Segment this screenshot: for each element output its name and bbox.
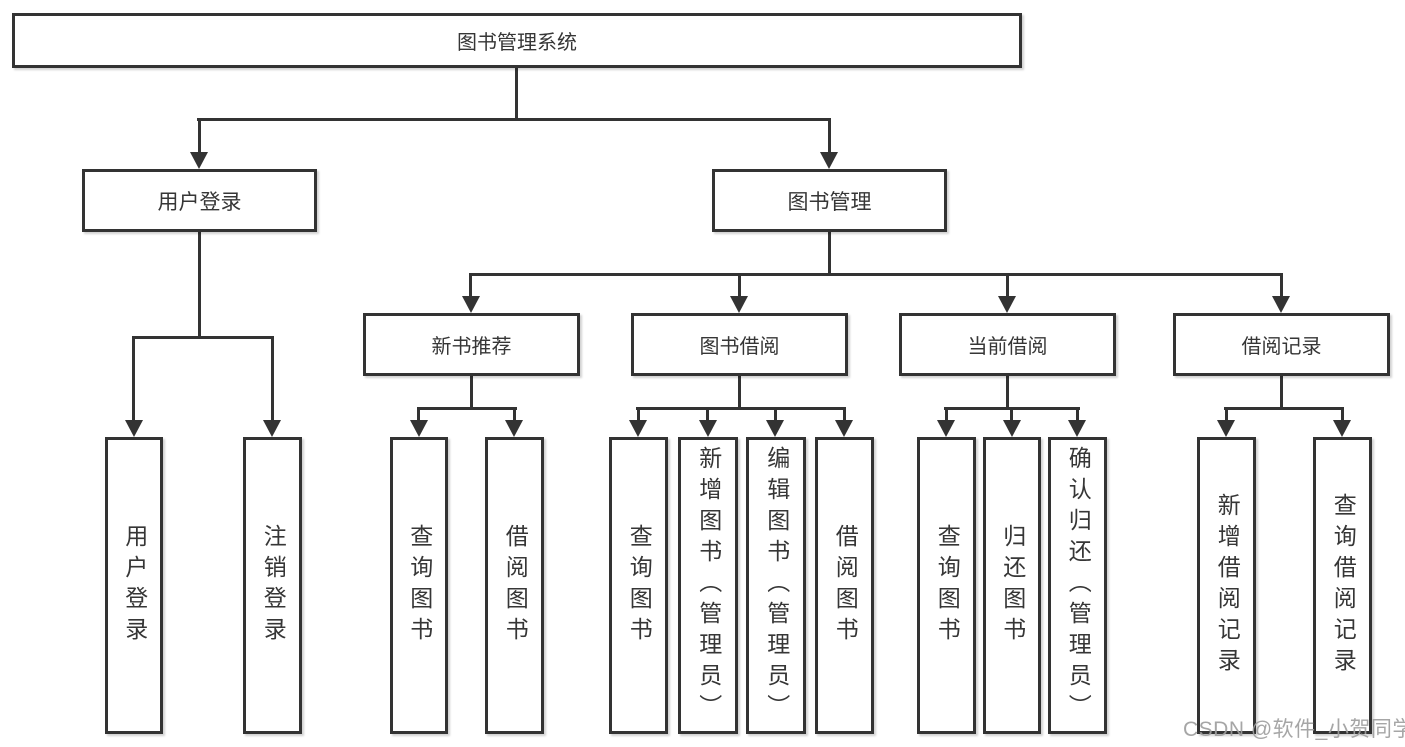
connector-line: [132, 336, 274, 339]
connector-line: [1076, 407, 1079, 422]
arrow-down-icon: [629, 420, 647, 437]
connector-line: [515, 68, 518, 118]
arrow-down-icon: [410, 420, 428, 437]
node-current-borrowing: 当前借阅: [899, 313, 1116, 376]
node-borrowing-records: 借阅记录: [1173, 313, 1390, 376]
arrow-down-icon: [730, 296, 748, 313]
arrow-down-icon: [505, 420, 523, 437]
leaf-add-books-admin: 新增图书（管理员）: [678, 437, 738, 734]
leaf-borrow-books-recommend: 借阅图书: [485, 437, 544, 734]
connector-line: [198, 118, 201, 154]
connector-line: [417, 407, 517, 410]
connector-line: [637, 407, 640, 422]
leaf-query-books-borrow: 查询图书: [609, 437, 668, 734]
connector-line: [828, 118, 831, 154]
connector-line: [1280, 376, 1283, 409]
connector-line: [636, 407, 846, 410]
connector-line: [198, 232, 201, 336]
leaf-user-login: 用户登录: [105, 437, 163, 734]
connector-line: [706, 407, 709, 422]
leaf-edit-books-admin: 编辑图书（管理员）: [746, 437, 806, 734]
node-book-management: 图书管理: [712, 169, 947, 232]
connector-line: [271, 336, 274, 422]
connector-line: [828, 232, 831, 276]
connector-line: [843, 407, 846, 422]
leaf-query-books-recommend: 查询图书: [390, 437, 448, 734]
leaf-label: 编辑图书（管理员）: [763, 446, 790, 725]
leaf-label: 查询借阅记录: [1330, 492, 1357, 679]
leaf-label: 借阅图书: [832, 523, 859, 648]
node-label: 当前借阅: [967, 336, 1048, 358]
arrow-down-icon: [1003, 420, 1021, 437]
leaf-return-books: 归还图书: [983, 437, 1041, 734]
connector-line: [945, 407, 948, 422]
node-label: 图书管理: [787, 190, 872, 214]
arrow-down-icon: [820, 152, 838, 169]
connector-line: [738, 376, 741, 409]
arrow-down-icon: [766, 420, 784, 437]
leaf-label: 借阅图书: [502, 523, 529, 648]
node-label: 新书推荐: [431, 336, 512, 358]
connector-line: [1006, 376, 1009, 409]
leaf-label: 查询图书: [626, 523, 653, 648]
leaf-label: 查询图书: [406, 523, 433, 648]
connector-line: [469, 273, 1283, 276]
leaf-label: 用户登录: [121, 523, 148, 648]
leaf-confirm-return-admin: 确认归还（管理员）: [1048, 437, 1107, 734]
arrow-down-icon: [462, 296, 480, 313]
connector-line: [1006, 273, 1009, 299]
arrow-down-icon: [1217, 420, 1235, 437]
leaf-label: 新增借阅记录: [1214, 492, 1241, 679]
leaf-logout: 注销登录: [243, 437, 302, 734]
connector-line: [197, 118, 831, 121]
arrow-down-icon: [998, 296, 1016, 313]
arrow-down-icon: [263, 420, 281, 437]
connector-line: [469, 273, 472, 299]
node-label: 图书借阅: [699, 336, 780, 358]
connector-line: [470, 376, 473, 409]
arrow-down-icon: [190, 152, 208, 169]
node-new-book-recommendation: 新书推荐: [363, 313, 580, 376]
arrow-down-icon: [125, 420, 143, 437]
leaf-query-borrow-record: 查询借阅记录: [1313, 437, 1372, 734]
connector-line: [132, 336, 135, 422]
arrow-down-icon: [937, 420, 955, 437]
arrow-down-icon: [835, 420, 853, 437]
leaf-label: 查询图书: [934, 523, 961, 648]
arrow-down-icon: [1333, 420, 1351, 437]
arrow-down-icon: [699, 420, 717, 437]
leaf-borrow-books: 借阅图书: [815, 437, 874, 734]
connector-line: [1224, 407, 1344, 410]
csdn-watermark: CSDN @软件_小贺同学: [1183, 718, 1405, 741]
connector-line: [1341, 407, 1344, 422]
arrow-down-icon: [1272, 296, 1290, 313]
node-label: 图书管理系统: [457, 32, 577, 54]
leaf-label: 确认归还（管理员）: [1065, 446, 1092, 725]
node-label: 用户登录: [157, 190, 242, 214]
connector-line: [1280, 273, 1283, 299]
connector-line: [738, 273, 741, 299]
connector-line: [774, 407, 777, 422]
connector-line: [1225, 407, 1228, 422]
node-user-login: 用户登录: [82, 169, 317, 232]
node-library-management-system: 图书管理系统: [12, 13, 1022, 68]
leaf-query-books-current: 查询图书: [917, 437, 976, 734]
leaf-add-borrow-record: 新增借阅记录: [1197, 437, 1256, 734]
connector-line: [417, 407, 420, 422]
connector-line: [1010, 407, 1013, 422]
leaf-label: 新增图书（管理员）: [695, 446, 722, 725]
leaf-label: 注销登录: [260, 523, 287, 648]
node-book-borrowing: 图书借阅: [631, 313, 848, 376]
arrow-down-icon: [1068, 420, 1086, 437]
leaf-label: 归还图书: [999, 523, 1026, 648]
connector-line: [513, 407, 516, 422]
node-label: 借阅记录: [1241, 336, 1322, 358]
